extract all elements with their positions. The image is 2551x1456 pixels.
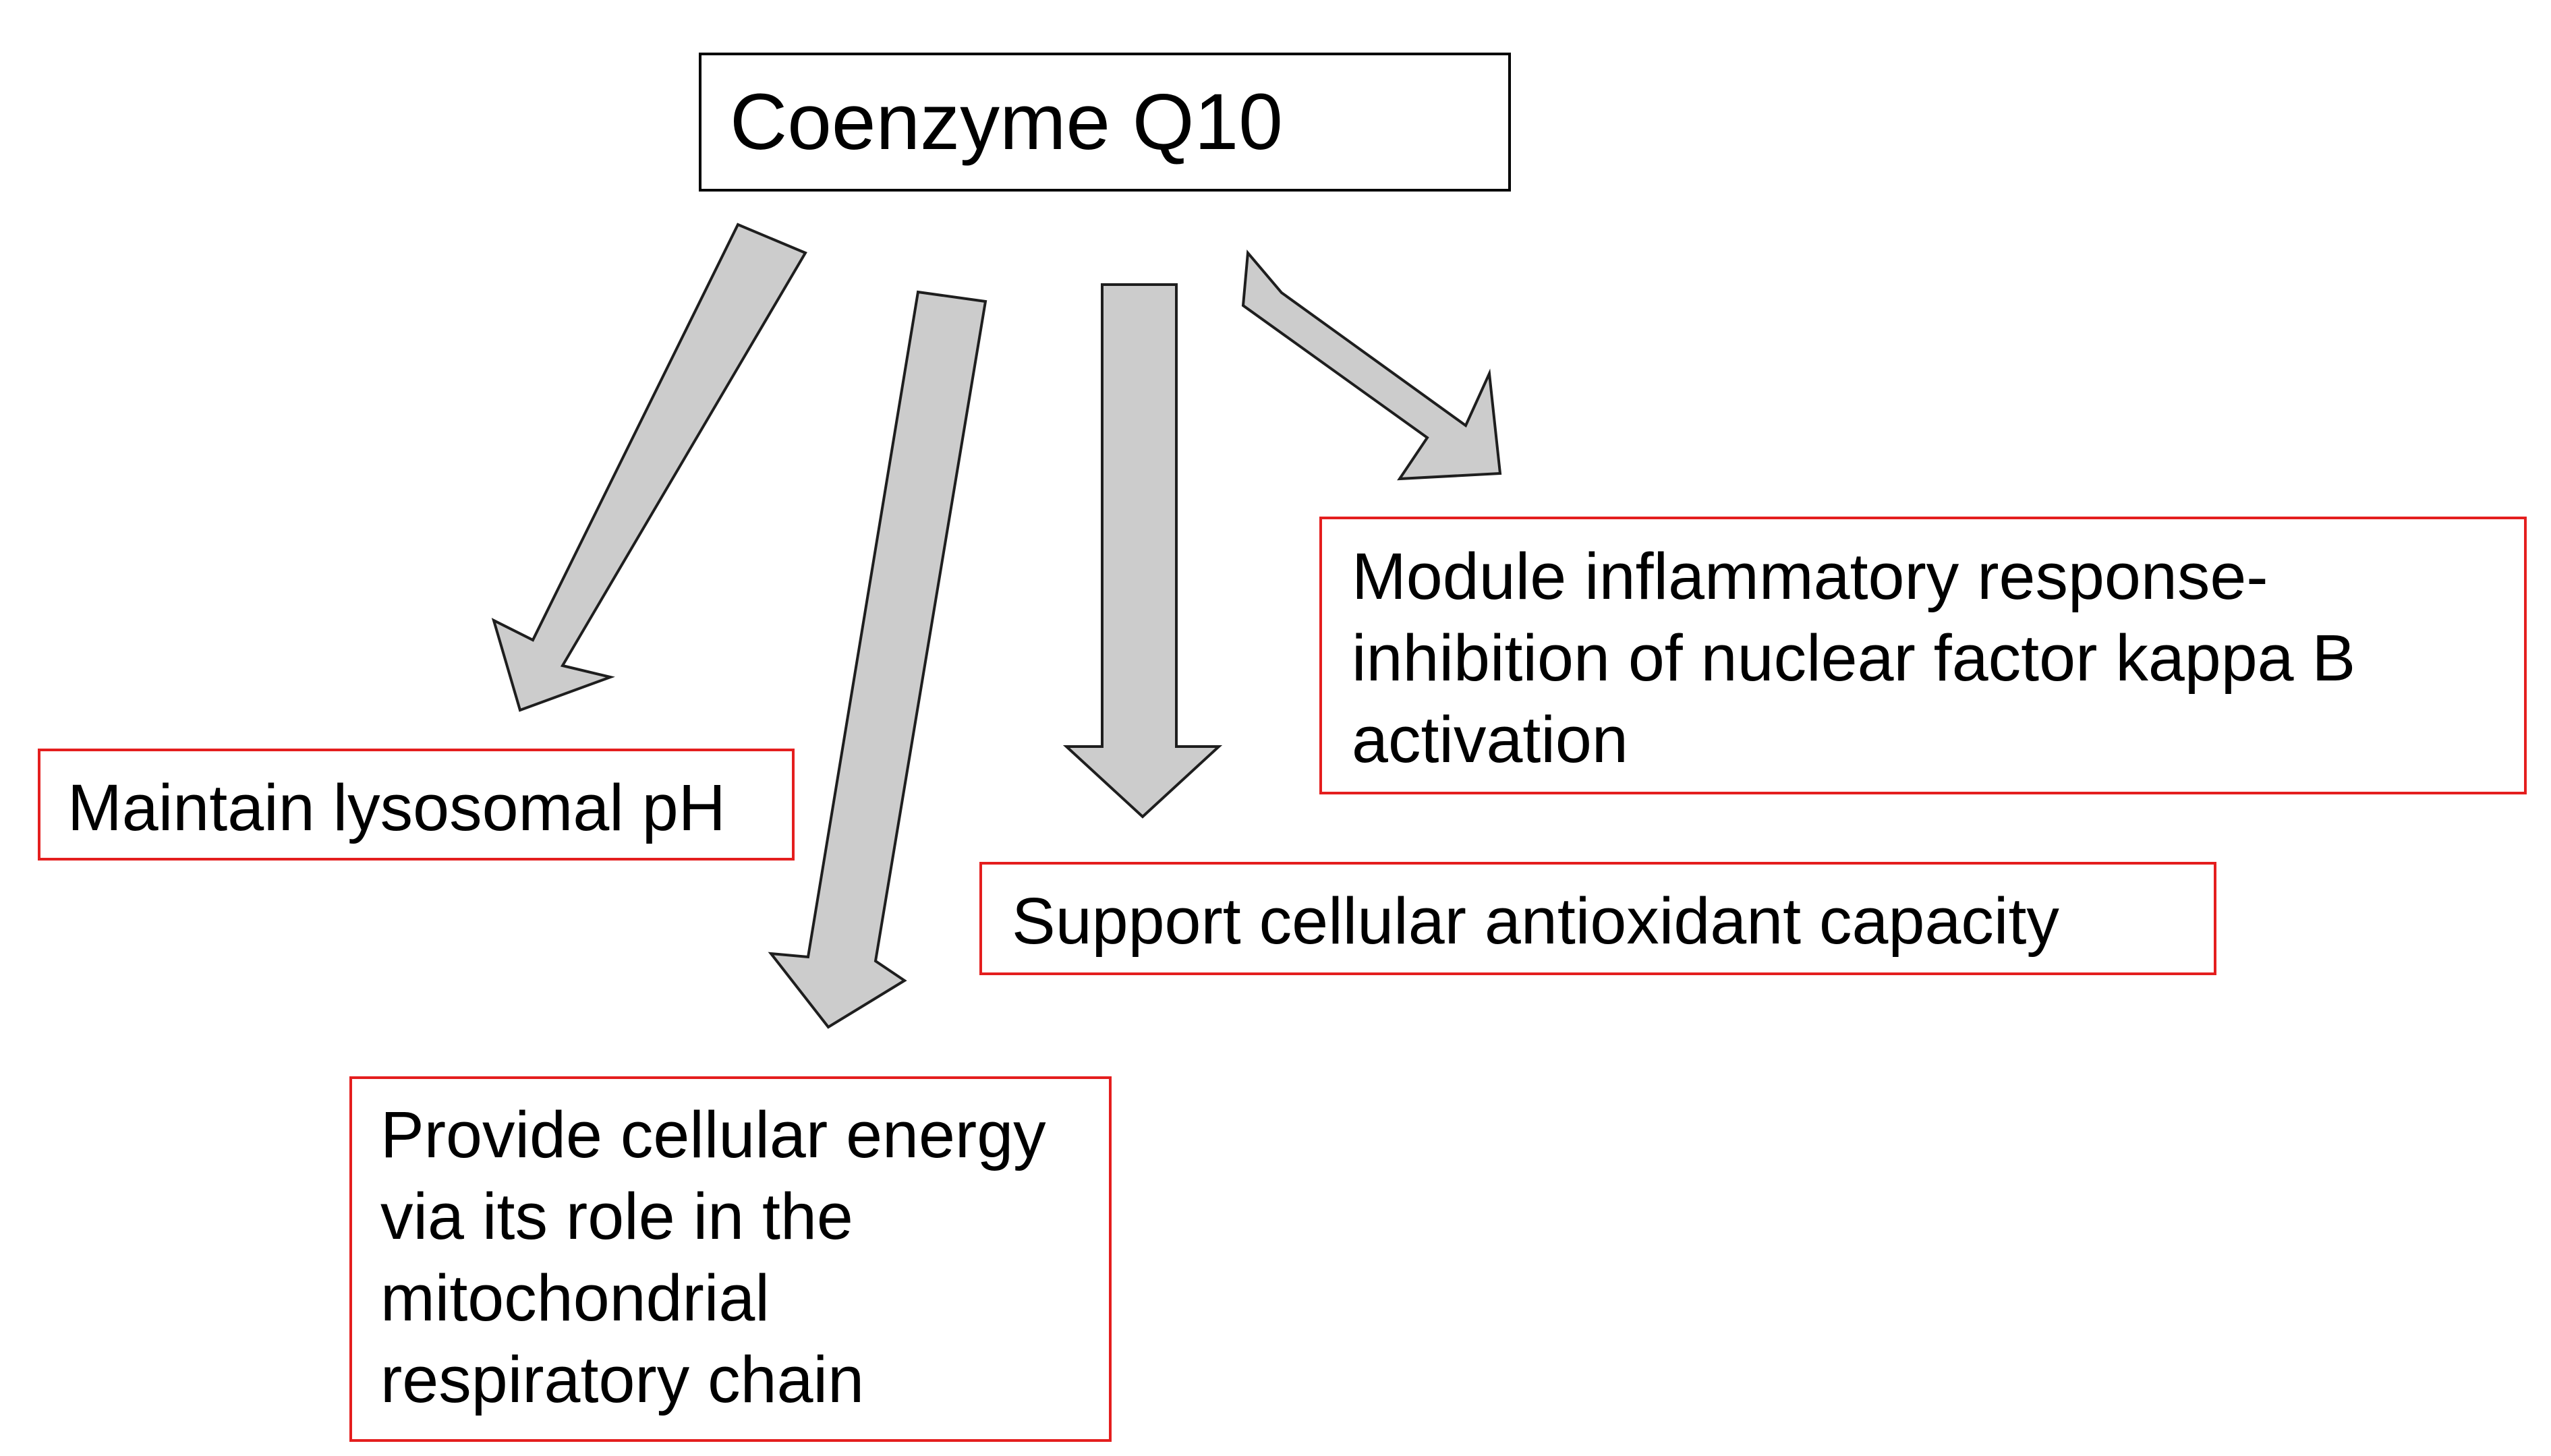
effect-text-line: mitochondrial	[380, 1261, 770, 1335]
effect-box-lysosomal-ph: Maintain lysosomal pH	[38, 749, 795, 861]
arrow-to-lysosomal-ph	[491, 223, 807, 712]
effect-text-line: via its role in the	[380, 1180, 853, 1253]
arrow-to-cellular-energy	[768, 290, 987, 1029]
arrow-to-inflammatory-response	[1241, 250, 1502, 481]
effect-text-line: Maintain lysosomal pH	[67, 771, 726, 844]
effect-box-cellular-energy: Provide cellular energy via its role in …	[349, 1076, 1112, 1442]
effect-box-antioxidant-capacity: Support cellular antioxidant capacity	[979, 862, 2216, 975]
effect-text-line: Provide cellular energy	[380, 1098, 1046, 1171]
coenzyme-q10-title-box: Coenzyme Q10	[699, 53, 1511, 192]
diagram-title: Coenzyme Q10	[730, 78, 1283, 167]
arrow-to-antioxidant-capacity	[1062, 283, 1223, 819]
effect-box-inflammatory-response: Module inflammatory response- inhibition…	[1319, 517, 2527, 794]
effect-text-line: inhibition of nuclear factor kappa B	[1352, 621, 2356, 695]
effect-text-line: Support cellular antioxidant capacity	[1012, 884, 2059, 958]
effect-text-line: respiratory chain	[380, 1343, 865, 1416]
effect-text-line: activation	[1352, 703, 1628, 776]
effect-text-line: Module inflammatory response-	[1352, 540, 2268, 613]
